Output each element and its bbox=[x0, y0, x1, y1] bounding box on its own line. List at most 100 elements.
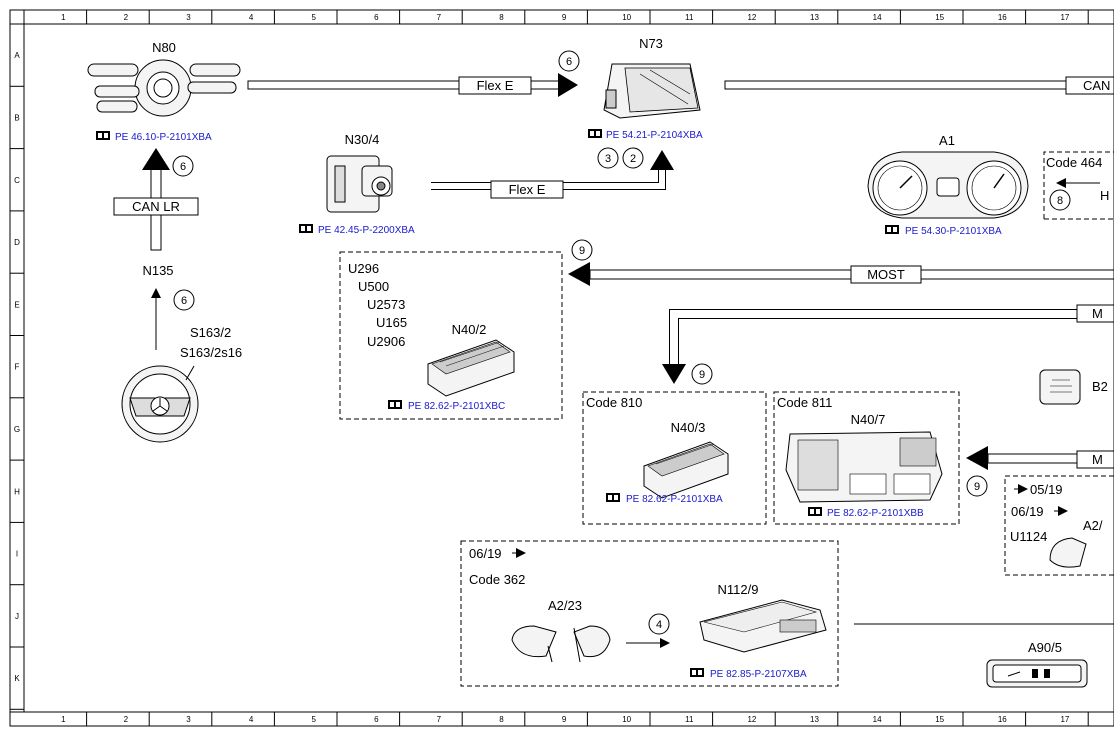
grid-row-label: A bbox=[14, 51, 20, 60]
svg-text:6: 6 bbox=[566, 56, 572, 68]
n40-2-ref[interactable]: PE 82.62-P-2101XBC bbox=[408, 401, 505, 412]
marker-6: 6 bbox=[173, 289, 195, 311]
svg-text:H: H bbox=[1100, 188, 1109, 203]
svg-text:3: 3 bbox=[605, 153, 611, 165]
bus-can-right: CAN bbox=[724, 76, 1114, 95]
svg-text:MOST: MOST bbox=[867, 267, 905, 282]
svg-text:9: 9 bbox=[974, 481, 980, 493]
grid-column-label: 14 bbox=[873, 13, 882, 22]
n135-label: N135 bbox=[142, 263, 173, 278]
n80-label: N80 bbox=[152, 40, 176, 55]
grid-column-label: 7 bbox=[437, 13, 442, 22]
bus-most: MOST bbox=[568, 262, 1114, 286]
svg-text:9: 9 bbox=[699, 369, 705, 381]
n73-device bbox=[603, 63, 701, 119]
grid-column-label: 6 bbox=[374, 715, 379, 724]
grid-column-label: 10 bbox=[622, 715, 631, 724]
grid-row-label: B bbox=[14, 113, 19, 122]
grid-column-label: 11 bbox=[685, 715, 694, 724]
grid-frame: 1122334455667788991010111112121313141415… bbox=[9, 9, 1114, 727]
component-n40-2-group[interactable]: U296 U500 U2573 U165 U2906 N40/2 PE 82.6… bbox=[339, 251, 563, 420]
svg-text:4: 4 bbox=[656, 619, 662, 631]
n30-4-ref[interactable]: PE 42.45-P-2200XBA bbox=[318, 225, 415, 236]
grid-column-label: 12 bbox=[747, 715, 756, 724]
svg-text:U1124: U1124 bbox=[1010, 529, 1047, 544]
component-s163[interactable]: S163/2 S163/2s16 bbox=[121, 325, 242, 443]
component-n73[interactable]: N73 PE 54.21-P-2104XBA bbox=[588, 36, 703, 141]
grid-column-label: 3 bbox=[186, 715, 191, 724]
grid-column-label: 4 bbox=[249, 715, 254, 724]
grid-column-label: 1 bbox=[61, 13, 66, 22]
marker-3: 3 bbox=[597, 147, 619, 169]
component-b2[interactable]: B2 bbox=[1039, 369, 1108, 405]
bus-m-2: M bbox=[966, 446, 1114, 470]
n112-9-label: N112/9 bbox=[718, 582, 759, 597]
grid-column-label: 10 bbox=[622, 13, 631, 22]
a90-5-label: A90/5 bbox=[1028, 640, 1062, 655]
component-n40-7-group[interactable]: Code 811 N40/7 PE 82.62-P-2101XBB bbox=[773, 391, 960, 525]
svg-text:06/19: 06/19 bbox=[469, 546, 502, 561]
component-a90-5[interactable]: A90/5 bbox=[986, 640, 1088, 688]
grid-column-label: 2 bbox=[124, 715, 129, 724]
grid-column-label: 16 bbox=[998, 715, 1007, 724]
grid-column-label: 5 bbox=[311, 715, 316, 724]
svg-text:Code 362: Code 362 bbox=[469, 572, 525, 587]
n80-device bbox=[87, 59, 241, 117]
component-n80[interactable]: N80 PE 46.10-P-2101XBA bbox=[87, 40, 241, 143]
grid-column-label: 16 bbox=[998, 13, 1007, 22]
n73-label: N73 bbox=[639, 36, 663, 51]
svg-text:U500: U500 bbox=[358, 279, 389, 294]
grid-column-label: 5 bbox=[311, 13, 316, 22]
component-a1[interactable]: A1 PE 54.30-P-2101XBA bbox=[867, 133, 1029, 237]
component-n30-4[interactable]: N30/4 PE 42.45-P-2200XBA bbox=[299, 132, 415, 236]
grid-row-label: J bbox=[15, 612, 19, 621]
dated-variant-box: 05/19 06/19 U1124 A2/ bbox=[1004, 475, 1114, 576]
bus-can-lr: CAN LR bbox=[113, 148, 199, 251]
svg-text:8: 8 bbox=[1057, 195, 1063, 207]
svg-text:M: M bbox=[1092, 306, 1103, 321]
svg-text:05/19: 05/19 bbox=[1030, 482, 1063, 497]
grid-column-label: 4 bbox=[249, 13, 254, 22]
grid-row-label: K bbox=[14, 674, 20, 683]
mirror-right bbox=[573, 625, 611, 663]
marker-6: 6 bbox=[558, 50, 580, 72]
grid-row-label: C bbox=[14, 176, 20, 185]
component-n40-3-group[interactable]: Code 810 N40/3 PE 82.62-P-2101XBA bbox=[582, 391, 767, 525]
grid-row-label: G bbox=[14, 425, 20, 434]
svg-text:2: 2 bbox=[630, 153, 636, 165]
n73-ref[interactable]: PE 54.21-P-2104XBA bbox=[606, 130, 703, 141]
marker-9: 9 bbox=[571, 239, 593, 261]
n112-9-ref[interactable]: PE 82.85-P-2107XBA bbox=[710, 669, 807, 680]
svg-text:M: M bbox=[1092, 452, 1103, 467]
n40-7-device bbox=[785, 431, 943, 503]
n112-9-device bbox=[699, 599, 827, 653]
svg-text:A2/: A2/ bbox=[1083, 518, 1103, 533]
svg-text:U2573: U2573 bbox=[367, 297, 405, 312]
steering-wheel-device bbox=[121, 365, 199, 443]
n80-ref[interactable]: PE 46.10-P-2101XBA bbox=[115, 132, 212, 143]
grid-column-label: 8 bbox=[499, 13, 504, 22]
a2-23-label: A2/23 bbox=[548, 598, 582, 613]
component-n112-9-group[interactable]: 06/19 Code 362 A2/23 4 N112/9 PE 82.85-P… bbox=[460, 540, 839, 687]
marker-9: 9 bbox=[966, 475, 988, 497]
marker-2: 2 bbox=[622, 147, 644, 169]
grid-column-label: 12 bbox=[747, 13, 756, 22]
bus-flex-e-2: Flex E bbox=[431, 150, 674, 199]
n30-4-device bbox=[326, 155, 393, 213]
n40-2-device bbox=[427, 339, 515, 397]
svg-text:Flex E: Flex E bbox=[509, 182, 546, 197]
n40-7-ref[interactable]: PE 82.62-P-2101XBB bbox=[827, 508, 924, 519]
grid-column-label: 2 bbox=[124, 13, 129, 22]
svg-text:9: 9 bbox=[579, 245, 585, 257]
n30-4-label: N30/4 bbox=[345, 132, 380, 147]
grid-row-label: I bbox=[16, 550, 18, 559]
mirror-left bbox=[511, 625, 557, 663]
grid-column-label: 7 bbox=[437, 715, 442, 724]
marker-6: 6 bbox=[172, 155, 194, 177]
n40-3-ref[interactable]: PE 82.62-P-2101XBA bbox=[626, 494, 723, 505]
a1-ref[interactable]: PE 54.30-P-2101XBA bbox=[905, 226, 1002, 237]
svg-text:Code 464: Code 464 bbox=[1046, 155, 1102, 170]
s163-2s16-label: S163/2s16 bbox=[180, 345, 242, 360]
svg-text:U165: U165 bbox=[376, 315, 407, 330]
